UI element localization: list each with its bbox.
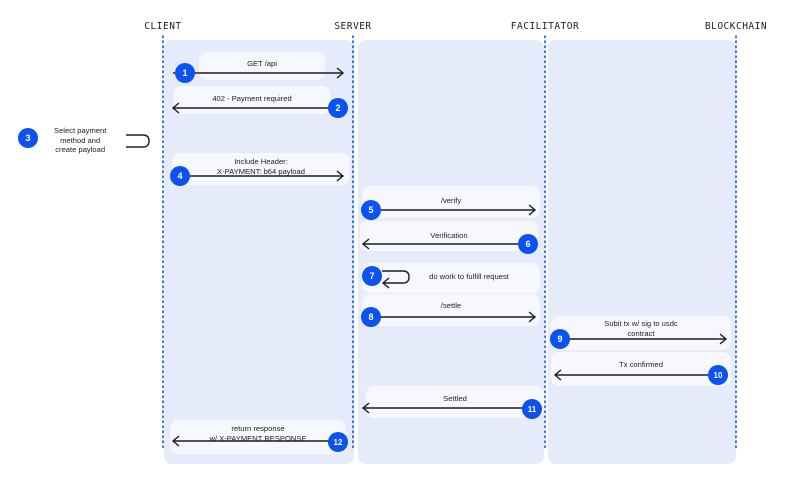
step-8-label-box [362,294,540,326]
step-11-number-badge: 11 [522,399,542,419]
step-9-label-line: contract [627,328,655,338]
step-9-label-line: Subit tx w/ sig to usdc [604,319,678,328]
step-2-arrowhead [171,102,180,114]
participant-facilitator: FACILITATOR [510,21,580,32]
participant-client: CLIENT [144,21,182,32]
step-6-label-line: Verification [430,231,468,240]
step-7-label-line: do work to fulfill request [429,272,509,281]
step-8-number-badge: 8 [361,307,381,327]
step-6-number-badge: 6 [518,234,538,254]
step-4-label-box [172,153,350,185]
step-11-label-line: Settled [443,394,467,403]
step-12-label-line: w/ X-PAYMENT RESPONSE [209,433,307,443]
step-7-label-box [362,263,540,293]
step-12-label-line: return response [231,424,285,433]
step-1-arrowhead [336,67,345,79]
step-4-label: Include Header:X-PAYMENT: b64 payload [217,157,305,176]
step-7-loop-arrow [382,270,410,284]
step-8-arrowhead [528,311,537,323]
step-12-label-box [170,420,346,454]
step-5-number-badge: 5 [361,200,381,220]
step-1-label: GET /api [247,59,277,69]
step-5-arrowhead [528,204,537,216]
step-10-label-box [551,352,731,386]
step-4-number-badge: 4 [170,166,190,186]
step-10-arrowhead [553,369,562,381]
step-10-number-badge: 10 [708,365,728,385]
step-2-label-line: 402 - Payment required [212,94,292,103]
step-4-label-line: X-PAYMENT: b64 payload [217,166,305,176]
step-5-label: /verify [441,196,461,206]
step-1-number-badge: 1 [175,63,195,83]
step-3-label-line: Select payment [54,126,107,135]
step-10-label-line: Tx confirmed [619,360,663,369]
step-9-label-box [551,316,731,350]
step-2-label: 402 - Payment required [212,94,291,104]
step-11-label-box [366,386,544,418]
step-9-number-badge: 9 [550,329,570,349]
step-5-label-line: /verify [440,196,462,205]
step-11-label: Settled [443,394,467,404]
step-1-label-box [199,52,325,80]
participant-server: SERVER [334,21,372,32]
participant-blockchain: BLOCKCHAIN [704,21,768,32]
step-10-label: Tx confirmed [619,360,663,370]
step-7-label: do work to fulfill request [429,272,509,282]
step-12-arrowhead [171,435,180,447]
step-2-label-box [174,86,330,114]
step-7-arrowhead [381,277,390,289]
step-4-label-line: Include Header: [234,157,288,166]
step-6-label: Verification [430,231,467,241]
step-6-arrowhead [361,238,370,250]
step-8-label-line: /settle [440,301,462,310]
step-8-label: /settle [441,301,461,311]
step-2-number-badge: 2 [328,98,348,118]
step-6-label-box [360,221,538,251]
step-3-label-line: create payload [55,145,106,154]
step-5-label-box [362,186,540,218]
step-12-number-badge: 12 [328,432,348,452]
step-3-number-badge: 3 [18,128,38,148]
step-7-number-badge: 7 [362,266,382,286]
step-11-arrowhead [361,402,370,414]
facilitator-blockchain-lane [548,40,736,464]
step-3-label-line: method and [60,135,101,145]
step-3-loop-arrow [126,134,150,148]
step-9-arrowhead [719,333,728,345]
step-4-arrowhead [336,170,345,182]
step-1-label-line: GET /api [247,59,277,68]
